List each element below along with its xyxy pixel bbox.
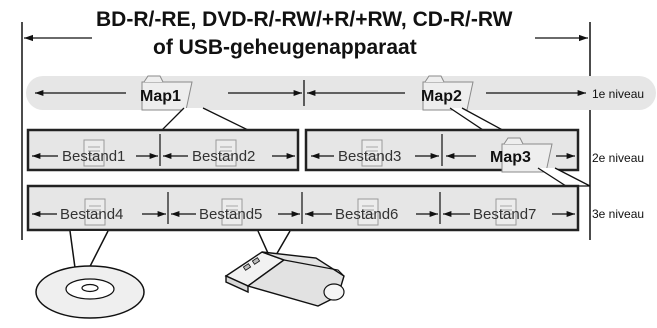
level1-label: 1e niveau — [592, 87, 644, 101]
file-bestand4-label: Bestand4 — [60, 206, 123, 223]
level3-label: 3e niveau — [592, 207, 644, 221]
level1-row — [26, 76, 656, 110]
file-bestand1-label: Bestand1 — [62, 148, 125, 165]
file-bestand3-label: Bestand3 — [338, 148, 401, 165]
diagram-title-line2: of USB-geheugenapparaat — [153, 36, 417, 59]
level2-label: 2e niveau — [592, 151, 644, 165]
file-bestand6-label: Bestand6 — [335, 206, 398, 223]
diagram-title-line1: BD-R/-RE, DVD-R/-RW/+R/+RW, CD-R/-RW — [96, 8, 513, 31]
level3-row — [26, 184, 580, 232]
folder-map3-label: Map3 — [490, 149, 531, 166]
connector-map1 — [160, 107, 249, 131]
file-bestand7-label: Bestand7 — [473, 206, 536, 223]
folder-map1-label: Map1 — [140, 88, 181, 105]
folder-map2-label: Map2 — [421, 88, 462, 105]
device-bracket — [21, 22, 591, 240]
disc-icon — [35, 265, 145, 319]
file-bestand2-label: Bestand2 — [192, 148, 255, 165]
file-bestand5-label: Bestand5 — [199, 206, 262, 223]
usb-stick-icon — [224, 251, 345, 307]
